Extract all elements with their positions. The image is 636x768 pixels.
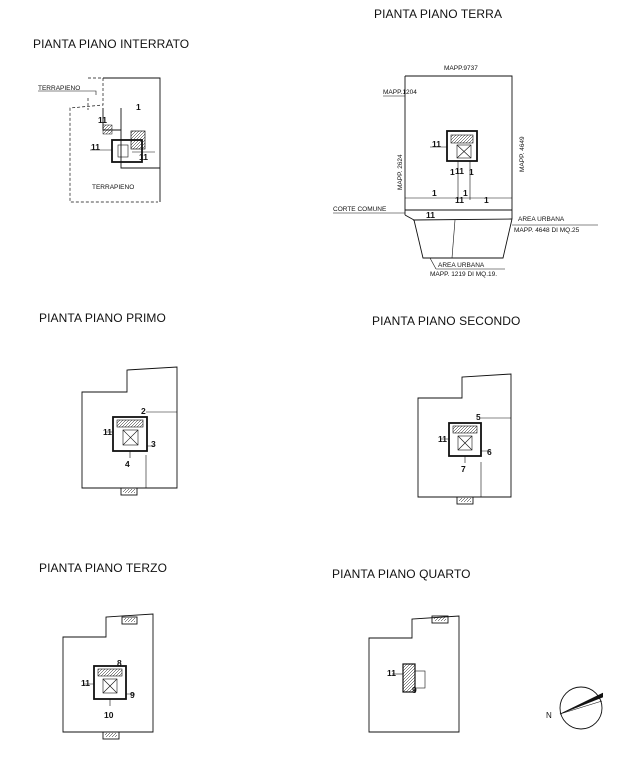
label-mapp-4649: MAPP. 4649	[519, 136, 526, 172]
title-piano-terra: PIANTA PIANO TERRA	[374, 7, 503, 21]
number-1-d: 1	[463, 188, 468, 198]
number-11: 11	[103, 427, 112, 437]
number-9: 9	[412, 685, 417, 695]
label-area-urbana-bottom: AREA URBANA	[438, 262, 485, 269]
label-corte-comune: CORTE COMUNE	[333, 206, 387, 213]
number-9: 9	[130, 690, 135, 700]
number-11: 11	[81, 678, 90, 688]
number-2: 2	[141, 406, 146, 416]
label-area-urbana-right: AREA URBANA	[518, 216, 565, 223]
number-4: 4	[125, 459, 130, 469]
label-mapp-1219: MAPP. 1219 DI MQ.19.	[430, 271, 497, 278]
label-mapp-1204: MAPP.1204	[383, 89, 417, 96]
number-11-left: 11	[91, 142, 100, 152]
number-3: 3	[151, 439, 156, 449]
number-1-a: 1	[450, 167, 455, 177]
label-mapp-4648: MAPP. 4648 DI MQ.25	[514, 227, 580, 234]
compass-north-letter: N	[546, 711, 552, 720]
plan-primo: 2 3 4 11	[81, 366, 178, 496]
plan-interrato: TERRAPIENO TERRAPIENO 1 11 11 11	[38, 77, 161, 203]
number-1: 1	[136, 102, 141, 112]
number-7: 7	[461, 464, 466, 474]
number-1-e: 1	[484, 195, 489, 205]
number-5: 5	[476, 412, 481, 422]
number-6: 6	[487, 447, 492, 457]
label-terrapieno-top: TERRAPIENO	[38, 85, 80, 92]
number-11: 11	[438, 434, 447, 444]
number-11-mid: 11	[455, 195, 464, 205]
plan-terzo: 8 9 10 11	[62, 613, 154, 740]
north-arrow: N	[546, 686, 604, 730]
title-piano-terzo: PIANTA PIANO TERZO	[39, 561, 168, 575]
number-11: 11	[387, 668, 396, 678]
title-piano-secondo: PIANTA PIANO SECONDO	[372, 314, 521, 328]
number-8: 8	[117, 658, 122, 668]
title-piano-quarto: PIANTA PIANO QUARTO	[332, 567, 471, 581]
number-11-lower-left: 11	[455, 166, 464, 176]
label-terrapieno-bottom: TERRAPIENO	[92, 184, 134, 191]
number-11-upper: 11	[98, 115, 107, 125]
number-1-c: 1	[432, 188, 437, 198]
plan-quarto: 11 9	[368, 615, 460, 733]
plan-terra: MAPP.9737 MAPP.1204 MAPP. 2624 MAPP. 464…	[333, 65, 598, 278]
number-11-corte: 11	[426, 210, 435, 220]
plan-secondo: 5 6 7 11	[417, 373, 512, 505]
number-11-right: 11	[139, 152, 148, 162]
number-11-stair: 11	[432, 139, 441, 149]
title-piano-interrato: PIANTA PIANO INTERRATO	[33, 37, 190, 51]
title-piano-primo: PIANTA PIANO PRIMO	[39, 311, 166, 325]
label-mapp-2624: MAPP. 2624	[397, 154, 404, 190]
number-10: 10	[104, 710, 114, 720]
label-mapp-9737: MAPP.9737	[444, 65, 478, 72]
number-1-b: 1	[469, 167, 474, 177]
